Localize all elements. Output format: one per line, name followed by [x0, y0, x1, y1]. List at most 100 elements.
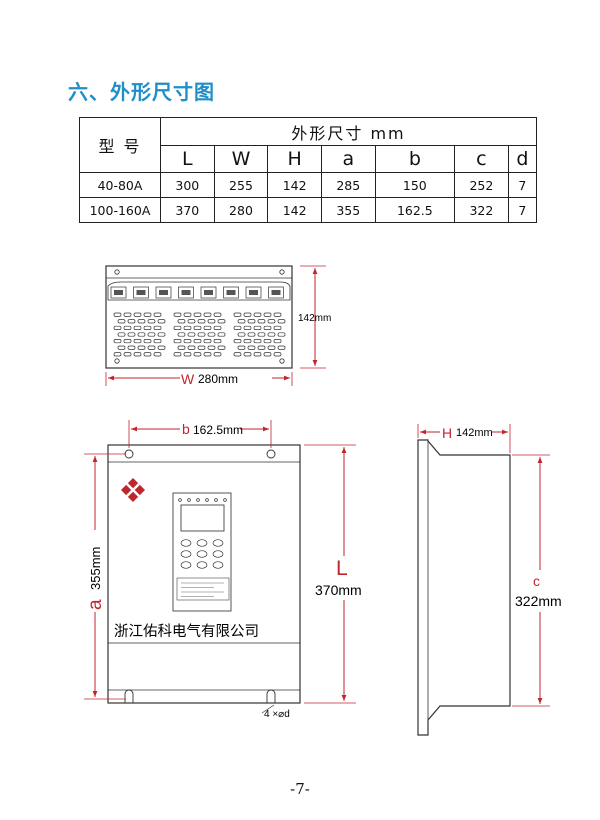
terminal-screw: [114, 290, 123, 295]
vent-slot: [187, 345, 196, 350]
table-column-row: L W H a b c d: [80, 145, 538, 173]
dimension-table: 型 号 外形尺寸 mm L W H a b c d 40-80A 300 255…: [79, 117, 538, 223]
vent-slot: [187, 319, 196, 324]
vent-slot-group: [113, 312, 286, 357]
column-header: H: [267, 145, 322, 173]
indicator-led-group: [178, 498, 227, 502]
control-panel: [172, 492, 232, 612]
table-row: 40-80A 300 255 142 285 150 252 7: [79, 172, 538, 198]
terminal-block-group: [110, 286, 284, 299]
vent-slot: [133, 325, 142, 330]
terminal-screw: [271, 290, 281, 295]
terminal-block: [155, 286, 172, 299]
vent-slot: [177, 319, 186, 324]
page-number: -7-: [290, 780, 310, 798]
indicator-led: [187, 498, 191, 502]
vent-slot: [253, 325, 262, 330]
vent-slot: [143, 352, 152, 357]
table-cell: 370: [160, 197, 215, 223]
hole-note: 4 ×⌀d: [264, 709, 290, 720]
b-letter: b: [182, 421, 190, 437]
vent-slot: [143, 325, 152, 330]
vent-slot: [257, 345, 266, 350]
terminal-screw: [204, 290, 213, 295]
vent-slot: [243, 352, 252, 357]
vent-slot: [207, 345, 216, 350]
keypad-button: [212, 561, 224, 569]
model-cell: 40-80A: [79, 172, 161, 198]
vent-slot: [127, 332, 136, 337]
table-cell: 7: [507, 172, 538, 198]
vent-slot: [217, 319, 226, 324]
top-view: 142mm W 280mm: [105, 265, 331, 387]
table-cell: 162.5: [374, 197, 456, 223]
b-value: 162.5mm: [193, 423, 243, 437]
mount-hole-icon: [114, 269, 120, 275]
vent-slot: [177, 345, 186, 350]
keypad-button: [196, 561, 208, 569]
vent-slot: [173, 325, 182, 330]
mount-hole-icon: [114, 358, 120, 364]
vent-slot: [117, 319, 126, 324]
vent-slot: [213, 352, 222, 357]
vent-slot: [123, 352, 132, 357]
side-view: H 142mm c 322mm: [417, 424, 570, 736]
width-value: 280mm: [198, 372, 238, 386]
H-letter: H: [442, 425, 452, 441]
table-cell: 142: [267, 172, 322, 198]
table-row: 100-160A 370 280 142 355 162.5 322 7: [79, 197, 538, 223]
vent-slot: [137, 332, 146, 337]
vent-slot: [143, 312, 152, 317]
vent-slot: [197, 345, 206, 350]
vent-slot: [117, 332, 126, 337]
terminal-screw: [181, 290, 191, 295]
vent-slot: [253, 352, 262, 357]
vent-slot: [267, 319, 276, 324]
vent-slot: [123, 339, 132, 344]
vent-slot: [157, 332, 166, 337]
vent-slot: [243, 325, 252, 330]
table-cell: 322: [454, 197, 509, 223]
vent-slot: [113, 325, 122, 330]
vent-slot: [197, 332, 206, 337]
vent-slot: [233, 352, 242, 357]
vent-slot: [243, 312, 252, 317]
front-view: 浙江佑科电气有限公司 b 162.5mm a 355mm L 370mm 4 ×…: [84, 420, 374, 720]
mount-hole-icon: [279, 269, 285, 275]
terminal-screw: [159, 290, 168, 295]
vent-slot: [217, 332, 226, 337]
indicator-led: [223, 498, 227, 502]
keyhole-icon: [124, 449, 134, 459]
lcd-display: [180, 504, 225, 532]
top-view-outline: [105, 265, 293, 369]
column-header: d: [507, 145, 538, 173]
keypad-button: [180, 539, 192, 547]
table-cell: 150: [374, 172, 456, 198]
vent-slot: [153, 312, 162, 317]
vent-slot: [183, 325, 192, 330]
terminal-block: [133, 286, 149, 299]
vent-slot: [237, 345, 246, 350]
L-value: 370mm: [315, 582, 362, 598]
vent-slot: [267, 332, 276, 337]
vent-slot: [157, 319, 166, 324]
keyhole-icon: [266, 449, 276, 459]
top-height-label: 142mm: [298, 313, 331, 324]
vent-slot: [237, 319, 246, 324]
vent-slot: [123, 312, 132, 317]
keypad-button: [196, 539, 208, 547]
terminal-block: [223, 286, 239, 299]
L-letter: L: [336, 557, 348, 580]
terminal-block: [110, 286, 127, 299]
column-header: L: [160, 145, 215, 173]
terminal-block: [178, 286, 194, 299]
spec-plate: [176, 577, 230, 601]
slot-hole-icon: [266, 689, 276, 703]
column-header: c: [454, 145, 509, 173]
vent-slot: [203, 312, 212, 317]
vent-slot: [253, 339, 262, 344]
terminal-screw: [136, 290, 146, 295]
vent-slot: [147, 319, 156, 324]
vent-slot: [207, 319, 216, 324]
vent-slot: [193, 312, 202, 317]
